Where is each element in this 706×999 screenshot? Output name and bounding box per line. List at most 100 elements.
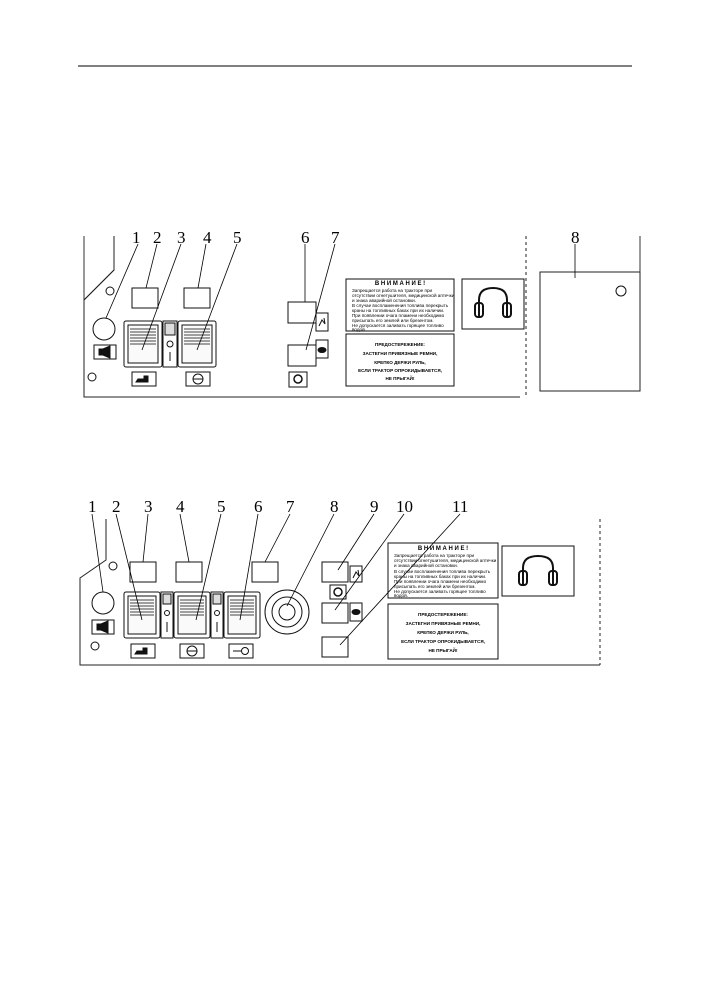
- callout-8: 8: [571, 228, 580, 247]
- warning-line: При появлении очага пламени необходимо: [394, 579, 487, 584]
- leader-lines-1: [105, 243, 576, 351]
- key-switch-knob: [92, 317, 116, 341]
- symbol-tile-turtle: [349, 602, 363, 622]
- rocker-switch-5: [177, 320, 217, 368]
- indicator-lamp-4: [183, 287, 211, 309]
- rocker-switch-3: [123, 320, 163, 368]
- right-panel-8: [539, 271, 641, 392]
- indicator-lamp-6: [287, 301, 317, 324]
- caution-line: НЕ ПРЫГАЙ!: [385, 376, 415, 381]
- indicator-lamp-7: [251, 561, 279, 583]
- switch-mode-indicator: [210, 591, 224, 639]
- warning-plate: [345, 278, 455, 332]
- diff-lock-symbol-plate: [179, 643, 205, 659]
- callout-4: 4: [203, 228, 212, 247]
- callout-7: 7: [331, 228, 340, 247]
- callout-3: 3: [144, 497, 153, 516]
- callout-11: 11: [452, 497, 469, 516]
- rpm-symbol-plate: [329, 584, 347, 600]
- horn-icon: [98, 345, 111, 359]
- callout-1: 1: [132, 228, 141, 247]
- caution-line: ЕСЛИ ТРАКТОР ОПРОКИДЫВАЕТСЯ,: [401, 639, 485, 644]
- mounting-hole: [90, 641, 100, 651]
- warning-line: краны на топливных баках при их наличии.: [352, 308, 445, 313]
- mounting-hole: [615, 285, 627, 297]
- ear-protection-plate: [461, 278, 525, 330]
- warning-line: водой.: [394, 593, 408, 598]
- warning-line: отсутствии огнетушителя, медицинской апт…: [394, 558, 497, 563]
- caution-line: НЕ ПРЫГАЙ!: [428, 648, 458, 653]
- gear-icon: [293, 374, 303, 384]
- warning-line: присыпать его землей или брезентом.: [352, 318, 434, 323]
- callout-6: 6: [301, 228, 310, 247]
- tractor-icon: [134, 647, 148, 655]
- hare-icon: [352, 569, 360, 579]
- indicator-lamp-11: [321, 636, 349, 658]
- mounting-hole: [87, 372, 97, 382]
- callout-7: 7: [286, 497, 295, 516]
- callout-3: 3: [177, 228, 186, 247]
- warning-line: и знака аварийной остановки.: [394, 563, 458, 568]
- mounting-hole: [108, 561, 118, 571]
- callout-2: 2: [112, 497, 121, 516]
- callout-10: 10: [396, 497, 413, 516]
- callout-9: 9: [370, 497, 379, 516]
- horn-label-plate: [91, 619, 115, 635]
- warning-line: и знака аварийной остановки.: [352, 298, 416, 303]
- callout-8: 8: [330, 497, 339, 516]
- turtle-icon: [317, 347, 327, 353]
- switch-mode-indicator: [162, 320, 178, 368]
- warning-line: В случае воспламенения топлива перекрыть: [352, 303, 449, 308]
- callout-5: 5: [233, 228, 242, 247]
- symbol-tile-turtle: [315, 339, 329, 359]
- warning-title: В Н И М А Н И Е !: [374, 281, 426, 287]
- rocker-switch-5: [173, 591, 211, 639]
- tractor-symbol-plate: [131, 371, 157, 387]
- warning-line: В случае воспламенения топлива перекрыть: [394, 569, 491, 574]
- horn-label-plate: [93, 344, 117, 360]
- panel-outline: [79, 519, 600, 666]
- warning-line: Не допускается заливать горящее топливо: [394, 589, 486, 594]
- indicator-lamp-10: [321, 602, 349, 624]
- mounting-hole: [105, 286, 115, 296]
- key-switch-knob: [91, 591, 115, 615]
- headphones-icon: [478, 286, 508, 317]
- tractor-symbol-plate: [130, 643, 156, 659]
- tractor-icon: [135, 375, 149, 383]
- caution-line: ЗАСТЕГНИ ПРИВЯЗНЫЕ РЕМНИ,: [362, 351, 438, 356]
- indicator-lamp-2: [131, 287, 159, 309]
- caution-plate: [387, 603, 499, 660]
- caution-title: ПРЕДОСТЕРЕЖЕНИЕ:: [418, 612, 468, 617]
- warning-line: Не допускается заливать горящее топливо: [352, 323, 444, 328]
- panel-diagram-1: [83, 236, 641, 398]
- horn-icon: [96, 620, 109, 634]
- warning-line: присыпать его землей или брезентом.: [394, 584, 476, 589]
- rotary-control-8: [264, 589, 310, 635]
- warning-line: краны на топливных баках при их наличии.: [394, 574, 487, 579]
- gear-icon: [333, 587, 343, 597]
- rocker-switch-2: [123, 591, 161, 639]
- warning-title: В Н И М А Н И Е !: [417, 546, 469, 552]
- caution-line: ЗАСТЕГНИ ПРИВЯЗНЫЕ РЕМНИ,: [405, 621, 481, 626]
- indicator-lamp-4: [175, 561, 203, 583]
- warning-line: Запрещается работа на тракторе при: [352, 288, 433, 293]
- pto-icon: [241, 647, 249, 655]
- indicator-lamp-3: [129, 561, 157, 583]
- pto-symbol-plate: [228, 643, 254, 659]
- rocker-switch-6: [223, 591, 261, 639]
- warning-plate: [387, 542, 499, 599]
- turtle-icon: [351, 609, 361, 615]
- symbol-tile-hare: [349, 565, 363, 583]
- callout-5: 5: [217, 497, 226, 516]
- caution-title: ПРЕДОСТЕРЕЖЕНИЕ:: [375, 342, 425, 347]
- leader-lines-2: [91, 513, 461, 646]
- diff-lock-symbol-plate: [185, 371, 211, 387]
- warning-line: При появлении очага пламени необходимо: [352, 313, 445, 318]
- caution-line: КРЕПКО ДЕРЖИ РУЛЬ,: [374, 360, 426, 365]
- indicator-lamp-9: [321, 561, 349, 583]
- caution-line: ЕСЛИ ТРАКТОР ОПРОКИДЫВАЕТСЯ,: [358, 368, 442, 373]
- warning-line: Запрещается работа на тракторе при: [394, 553, 475, 558]
- hare-icon: [318, 317, 326, 327]
- indicator-lamp-7a: [287, 344, 317, 367]
